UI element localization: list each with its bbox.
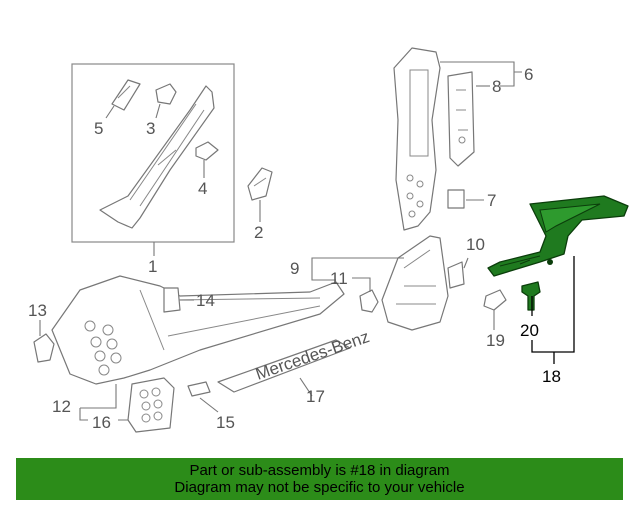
callout-5: 5 (94, 119, 103, 138)
callout-16: 16 (92, 413, 111, 432)
callout-15: 15 (216, 413, 235, 432)
callout-13: 13 (28, 301, 47, 320)
leader-12-16 (79, 384, 128, 421)
callout-10: 10 (466, 235, 485, 254)
callout-19: 19 (486, 331, 505, 350)
clip-part-15[interactable] (187, 381, 211, 397)
clip-part-4[interactable] (195, 141, 219, 161)
clip-part-10[interactable] (447, 261, 465, 289)
leader-18 (531, 256, 575, 364)
leader-17 (299, 377, 313, 397)
leader-5 (105, 105, 115, 119)
parts-diagram: Mercedes-Benz 1 2 3 4 5 6 7 8 9 10 11 12… (28, 47, 629, 433)
leader-6-bracket (440, 61, 522, 87)
callout-4: 4 (198, 179, 207, 198)
callout-7: 7 (487, 191, 496, 210)
sill-plate-text: Mercedes-Benz (253, 327, 372, 384)
callout-6: 6 (524, 65, 533, 84)
callout-17: 17 (306, 387, 325, 406)
part-8-insert[interactable] (447, 71, 475, 167)
callout-9: 9 (290, 259, 299, 278)
info-banner: Part or sub-assembly is #18 in diagram D… (16, 458, 623, 500)
b-pillar-lower-trim[interactable] (381, 235, 449, 331)
clip-part-14[interactable] (163, 287, 181, 313)
a-pillar-inset-frame (71, 63, 235, 243)
callout-1: 1 (148, 257, 157, 276)
highlighted-part-20-clip[interactable] (521, 281, 541, 311)
leader-11 (352, 277, 371, 292)
callout-14: 14 (196, 291, 215, 310)
part-16-grille[interactable] (127, 377, 175, 433)
callout-8: 8 (492, 77, 501, 96)
clip-part-5[interactable] (111, 79, 141, 111)
leader-15 (199, 397, 219, 413)
clip-part-3[interactable] (155, 83, 177, 105)
callout-2: 2 (254, 223, 263, 242)
banner-line-1: Part or sub-assembly is #18 in diagram (189, 462, 450, 479)
callout-11: 11 (330, 269, 348, 288)
callout-20: 20 (520, 321, 539, 340)
b-pillar-upper-trim[interactable] (393, 47, 441, 231)
highlighted-part-18-trim[interactable] (487, 195, 629, 277)
leader-10 (463, 257, 469, 269)
callout-12: 12 (52, 397, 71, 416)
a-pillar-trim[interactable] (99, 85, 215, 229)
leader-3 (155, 103, 161, 119)
clip-part-7[interactable] (447, 189, 465, 209)
clip-part-11[interactable] (359, 289, 379, 313)
rocker-panel-trim[interactable] (51, 275, 345, 385)
callout-3: 3 (146, 119, 155, 138)
callout-18: 18 (542, 367, 561, 386)
leader-9 (311, 257, 404, 281)
banner-line-2: Diagram may not be specific to your vehi… (174, 479, 465, 496)
clip-part-13[interactable] (33, 333, 55, 363)
clip-part-19[interactable] (483, 289, 507, 311)
part-2-bracket[interactable] (247, 167, 273, 201)
